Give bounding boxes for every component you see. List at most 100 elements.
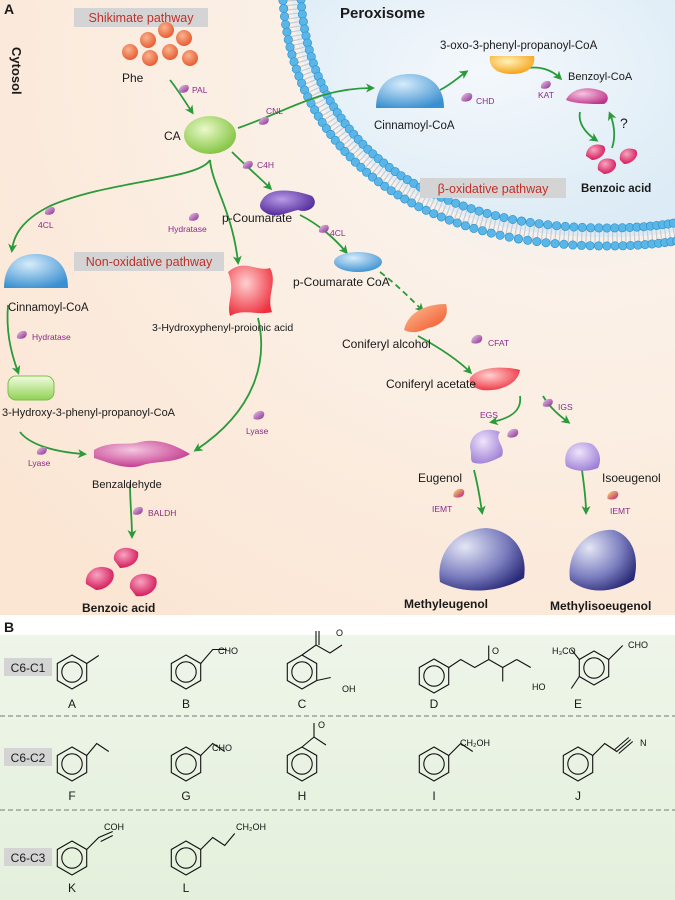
lipid-head: [523, 235, 533, 245]
pathway-arrows: [6, 66, 617, 539]
n-j-label: N: [640, 738, 647, 748]
chemical-structures: [56, 631, 634, 876]
lipid-head: [373, 177, 383, 187]
c6-c2-box: [4, 748, 52, 766]
cnl-label: CNL: [266, 106, 283, 116]
lipid-head: [559, 239, 569, 249]
peroxisome-interior: [292, 0, 675, 237]
phe-molecule: [122, 22, 198, 66]
lipid-head: [283, 35, 293, 45]
lipid-head: [550, 239, 560, 249]
isoeugenol-molecule: [565, 442, 600, 471]
cinnamoyl-coa-cyto-label: Cinnamoyl-CoA: [8, 302, 89, 314]
ho-e-label: HO: [532, 682, 546, 692]
compound-j-label: J: [575, 789, 581, 803]
iemt-left-label: IEMT: [432, 504, 452, 514]
p-coumarate-molecule: [260, 190, 315, 216]
compound-f-label: F: [68, 789, 75, 803]
benzaldehyde-label: Benzaldehyde: [92, 479, 162, 491]
lipid-head: [279, 4, 289, 14]
lipid-head: [499, 213, 509, 223]
lipid-head: [672, 236, 675, 246]
chd-label: CHD: [476, 96, 494, 106]
compound-l-label: L: [183, 881, 190, 895]
lipid-head: [577, 222, 587, 232]
compound-e-label: E: [574, 697, 582, 711]
compound-c-label: C: [298, 697, 307, 711]
h3co-e-label: H₃CO: [552, 646, 576, 656]
lipid-head: [386, 186, 396, 196]
lipid-head: [618, 241, 628, 251]
lipid-head: [532, 237, 542, 247]
c6-c3-label: C6-C3: [11, 851, 46, 865]
p-coumarate-label: p-Coumarate: [222, 211, 292, 225]
oxo-phenyl-propanoyl-coa-label: 3-oxo-3-phenyl-propanoyl-CoA: [440, 40, 598, 52]
lipid-head: [594, 241, 604, 251]
lipid-head: [610, 241, 620, 251]
hydroxyphenyl-proionic-acid-label: 3-Hydroxyphenyl-proionic acid: [152, 322, 293, 334]
lipid-head: [285, 42, 295, 52]
c4h-label: C4H: [257, 160, 274, 170]
hydratase-top-label: Hydratase: [168, 224, 207, 234]
egs-label: EGS: [480, 410, 498, 420]
lipid-head: [504, 232, 514, 242]
benzoic-acid-perox-molecule: [586, 144, 638, 174]
methylisoeugenol-molecule: [569, 529, 636, 591]
oxo-phenyl-propanoyl-coa-molecule: [489, 56, 535, 74]
question-mark: ?: [620, 115, 628, 131]
compound-h-label: H: [298, 789, 307, 803]
coh-k-label: COH: [104, 822, 124, 832]
benzoyl-coa-molecule: [566, 88, 608, 104]
cinnamoyl-coa-perox-molecule: [376, 74, 444, 108]
lipid-head: [569, 222, 579, 232]
ch2oh-l-label: CH₂OH: [236, 822, 266, 832]
coniferyl-alcohol-molecule: [404, 304, 447, 333]
cytosol-label: Cytosol: [9, 47, 24, 95]
lipid-head: [458, 201, 468, 211]
oh-c-label: OH: [342, 684, 356, 694]
panel-b-label: B: [4, 619, 14, 635]
lipid-head: [317, 117, 327, 127]
benzoic-acid-cyto-molecule: [85, 547, 157, 597]
lipid-head: [474, 206, 484, 216]
pal-label: PAL: [192, 85, 208, 95]
lipid-head: [297, 2, 307, 12]
lipid-head: [525, 218, 535, 228]
lipid-head: [669, 218, 675, 228]
lipid-head: [602, 223, 612, 233]
coniferyl-acetate-label: Coniferyl acetate: [386, 377, 476, 391]
lipid-head: [429, 209, 439, 219]
baldh-label: BALDH: [148, 508, 176, 518]
lipid-head: [610, 223, 620, 233]
lipid-head: [281, 19, 291, 29]
shikimate-pathway-box: [74, 8, 208, 27]
igs-label: IGS: [558, 402, 573, 412]
cinnamoyl-coa-perox-label: Cinnamoyl-CoA: [374, 120, 455, 132]
lipid-head: [451, 198, 461, 208]
benzoic-acid-perox-label: Benzoic acid: [581, 183, 651, 195]
lipid-head: [421, 205, 431, 215]
beta-oxidative-pathway-label: β-oxidative pathway: [438, 182, 549, 196]
peroxisome-membrane: [278, 0, 675, 251]
lipid-head: [477, 226, 487, 236]
c6-c2-label: C6-C2: [11, 751, 46, 765]
lipid-head: [513, 234, 523, 244]
lipid-head: [436, 212, 446, 222]
lipid-head: [482, 208, 492, 218]
c6-c1-label: C6-C1: [11, 661, 46, 675]
phe-label: Phe: [122, 71, 144, 85]
c6-c3-box: [4, 848, 52, 866]
peroxisome-label: Peroxisome: [340, 5, 425, 22]
lipid-head: [356, 162, 366, 172]
eugenol-label: Eugenol: [418, 471, 462, 485]
shikimate-pathway-label: Shikimate pathway: [89, 11, 195, 25]
ca-molecule: [184, 116, 236, 154]
lipid-head: [625, 241, 635, 251]
p-coumarate-coa-molecule: [334, 252, 382, 272]
lipid-head: [452, 218, 462, 228]
lipid-head: [350, 157, 360, 167]
lipid-head: [362, 167, 372, 177]
methylisoeugenol-label: Methylisoeugenol: [550, 599, 651, 613]
coniferyl-acetate-molecule: [469, 367, 520, 391]
cfat-label: CFAT: [488, 338, 509, 348]
